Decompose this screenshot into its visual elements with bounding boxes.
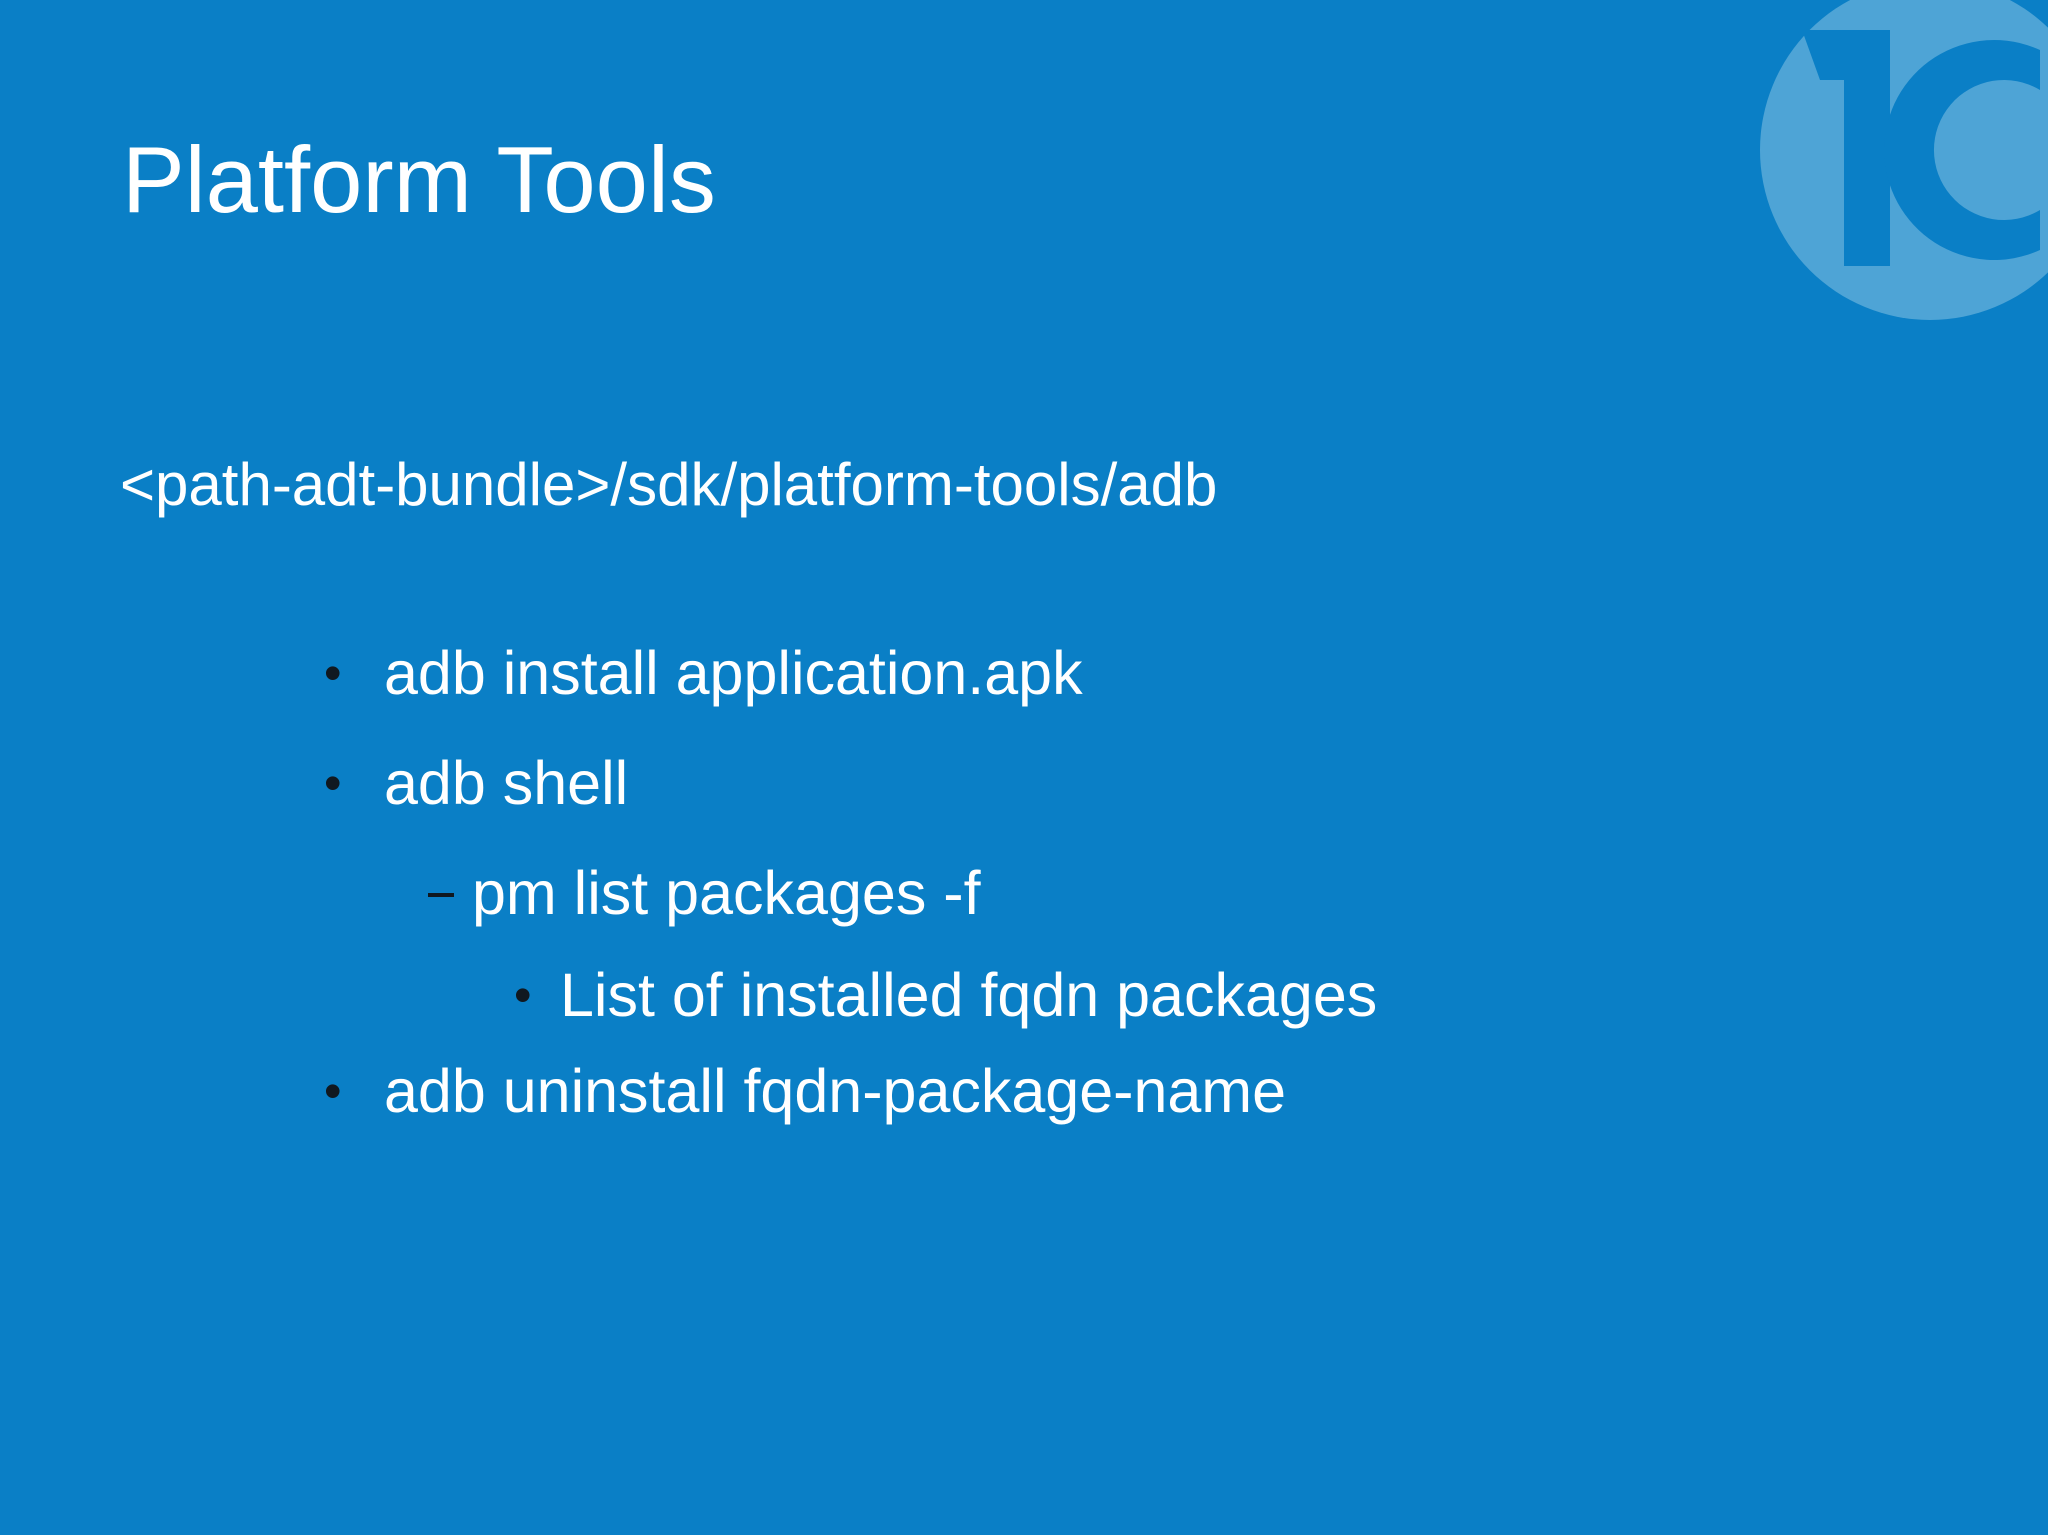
bullet-dot-icon: • <box>324 645 342 701</box>
bullet-dot-icon: • <box>514 967 532 1023</box>
slide-title: Platform Tools <box>122 127 716 232</box>
ten-logo-icon <box>1760 0 2048 320</box>
list-item-installed-packages: List of installed fqdn packages <box>560 961 1378 1029</box>
list-item-adb-uninstall: adb uninstall fqdn-package-name <box>384 1057 1287 1125</box>
bullet-dash-icon <box>428 893 454 897</box>
bullet-dot-icon: • <box>324 1063 342 1119</box>
adb-path-text: <path-adt-bundle>/sdk/platform-tools/adb <box>120 451 1218 518</box>
bullet-dot-icon: • <box>324 755 342 811</box>
list-item-pm-list: pm list packages -f <box>472 859 981 927</box>
list-item-adb-install: adb install application.apk <box>384 639 1083 707</box>
list-item-adb-shell: adb shell <box>384 749 629 817</box>
